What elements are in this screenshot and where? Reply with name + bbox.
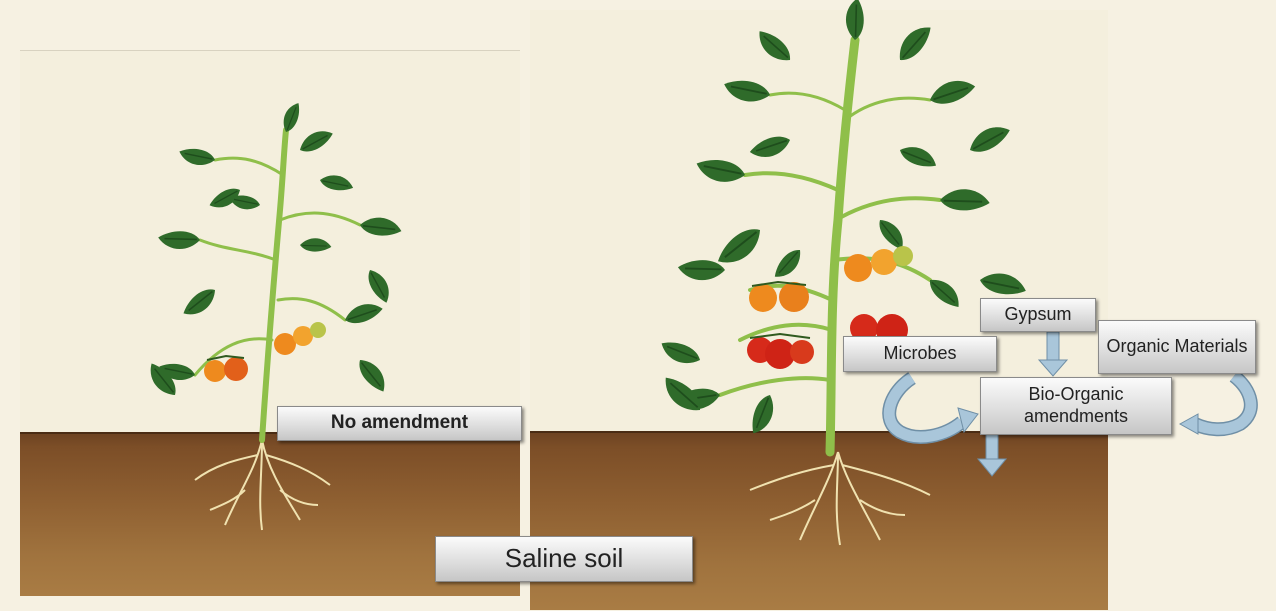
gypsum-label: Gypsum: [980, 298, 1096, 332]
arrow-organic-curved: [1180, 376, 1251, 434]
organic-materials-label: Organic Materials: [1098, 320, 1256, 374]
bio-organic-amendments-label: Bio-Organic amendments: [980, 377, 1172, 435]
left-plant-roots: [195, 440, 330, 530]
microbes-label: Microbes: [843, 336, 997, 372]
arrow-bio-to-soil: [978, 433, 1006, 476]
saline-soil-label: Saline soil: [435, 536, 693, 582]
right-plant-roots: [750, 452, 930, 545]
arrow-microbes-curved: [889, 378, 978, 437]
arrow-gypsum-to-bio: [1039, 332, 1067, 376]
no-amendment-label: No amendment: [277, 406, 522, 441]
